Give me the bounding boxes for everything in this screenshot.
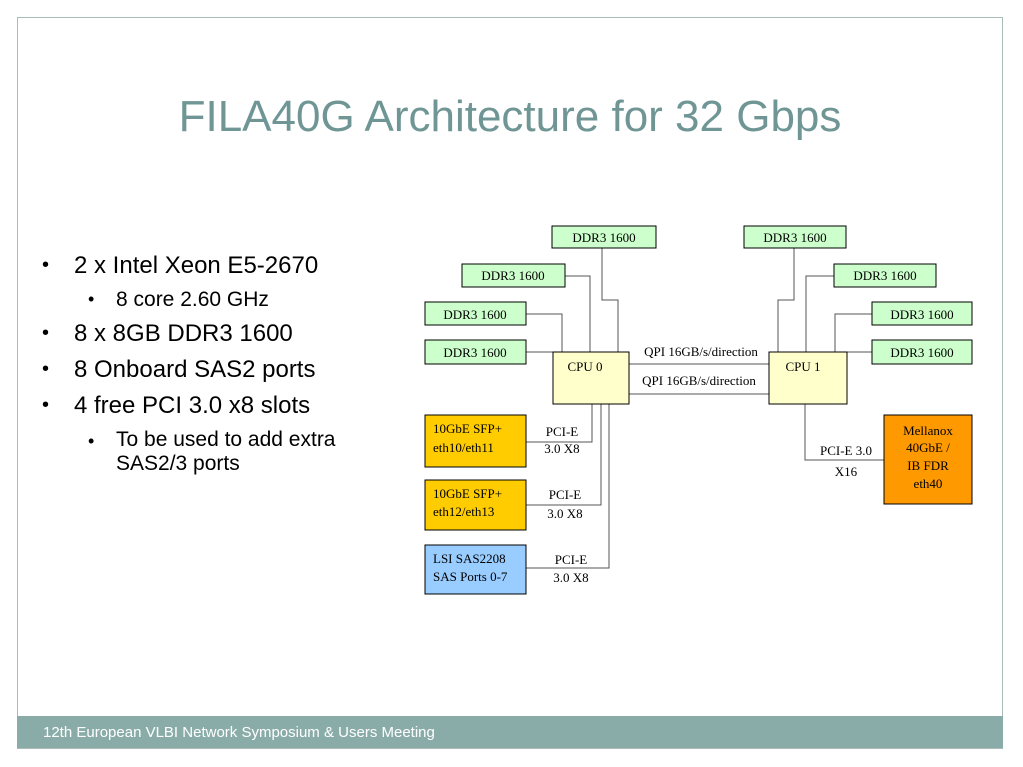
cpu-label: CPU 0 xyxy=(567,359,602,374)
qpi-label: QPI 16GB/s/direction xyxy=(642,373,756,388)
bullet-item: 8 x 8GB DDR3 1600 xyxy=(38,320,398,348)
ddr-module: DDR3 1600 xyxy=(743,225,847,249)
cpu-0: CPU 0 xyxy=(552,351,630,405)
ddr-module: DDR3 1600 xyxy=(871,301,973,326)
connector-lines xyxy=(514,248,884,569)
bullet-item: 2 x Intel Xeon E5-2670 xyxy=(38,252,398,280)
mellanox-label: eth40 xyxy=(914,476,943,491)
pcie-label: 3.0 X8 xyxy=(553,570,588,585)
mellanox-nic: Mellanox 40GbE / IB FDR eth40 xyxy=(883,414,973,505)
pcie-link xyxy=(526,404,610,569)
footer-text: 12th European VLBI Network Symposium & U… xyxy=(43,724,435,741)
lsi-label: LSI SAS2208 xyxy=(433,551,506,566)
bullet-item: 4 free PCI 3.0 x8 slots xyxy=(38,392,398,420)
sub-bullet-item: To be used to add extra SAS2/3 ports xyxy=(38,428,376,476)
mellanox-label: IB FDR xyxy=(907,458,949,473)
ddr-link xyxy=(525,313,563,352)
pcie-label: 3.0 X8 xyxy=(544,441,579,456)
ddr-module: DDR3 1600 xyxy=(871,339,973,365)
nic-label: 10GbE SFP+ xyxy=(433,421,502,436)
ddr-module: DDR3 1600 xyxy=(424,339,527,365)
mellanox-label: 40GbE / xyxy=(906,440,950,455)
cpu-label: CPU 1 xyxy=(785,359,820,374)
bullet-list: 2 x Intel Xeon E5-2670 8 core 2.60 GHz 8… xyxy=(38,252,398,484)
bullet-item: 8 Onboard SAS2 ports xyxy=(38,356,398,384)
ddr-link xyxy=(834,313,872,352)
nic-label: eth12/eth13 xyxy=(433,504,494,519)
ddr-label: DDR3 1600 xyxy=(443,345,506,360)
nic-label: eth10/eth11 xyxy=(433,440,494,455)
sub-bullet-item: 8 core 2.60 GHz xyxy=(38,288,398,312)
slide-title: FILA40G Architecture for 32 Gbps xyxy=(178,92,842,141)
ddr-link xyxy=(601,248,619,352)
pcie-label: PCI-E xyxy=(555,552,588,567)
ddr-label: DDR3 1600 xyxy=(572,230,635,245)
pcie-label: X16 xyxy=(835,464,858,479)
ddr-label: DDR3 1600 xyxy=(481,268,544,283)
ddr-module: DDR3 1600 xyxy=(424,301,527,326)
ddr-label: DDR3 1600 xyxy=(853,268,916,283)
pcie-link xyxy=(526,404,602,506)
ddr-label: DDR3 1600 xyxy=(890,345,953,360)
nic-eth10-eth11: 10GbE SFP+ eth10/eth11 xyxy=(424,414,527,468)
ddr-link xyxy=(777,248,795,352)
pcie-label: 3.0 X8 xyxy=(547,506,582,521)
nic-label: 10GbE SFP+ xyxy=(433,486,502,501)
ddr-label: DDR3 1600 xyxy=(443,307,506,322)
pcie-link xyxy=(804,404,884,461)
ddr-link xyxy=(805,275,834,352)
mellanox-label: Mellanox xyxy=(903,423,953,438)
nic-eth12-eth13: 10GbE SFP+ eth12/eth13 xyxy=(424,479,527,531)
lsi-sas-controller: LSI SAS2208 SAS Ports 0-7 xyxy=(424,544,527,595)
ddr-module: DDR3 1600 xyxy=(833,263,937,288)
ddr-label: DDR3 1600 xyxy=(890,307,953,322)
pcie-label: PCI-E 3.0 xyxy=(820,443,872,458)
footer-bar: 12th European VLBI Network Symposium & U… xyxy=(17,716,1003,748)
pcie-label: PCI-E xyxy=(549,487,582,502)
lsi-label: SAS Ports 0-7 xyxy=(433,569,508,584)
qpi-label: QPI 16GB/s/direction xyxy=(644,344,758,359)
cpu-1: CPU 1 xyxy=(768,351,848,405)
ddr-module: DDR3 1600 xyxy=(551,225,657,249)
pcie-label: PCI-E xyxy=(546,424,579,439)
ddr-label: DDR3 1600 xyxy=(763,230,826,245)
pcie-link xyxy=(526,404,593,443)
ddr-module: DDR3 1600 xyxy=(461,263,566,288)
